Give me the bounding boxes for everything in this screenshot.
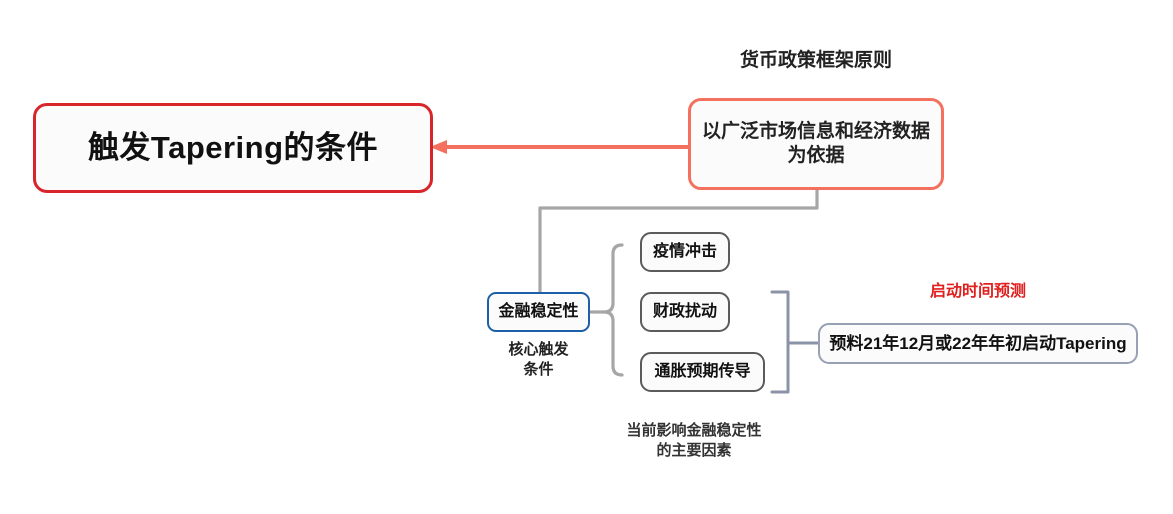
- root-node-trigger-conditions[interactable]: 触发Tapering的条件: [33, 103, 433, 193]
- prediction-caption: 启动时间预测: [929, 283, 1026, 300]
- principle-node-policy-framework[interactable]: 以广泛市场信息和经济数据为依据: [688, 98, 944, 190]
- factors-caption-line-1: 当前影响金融稳定性: [626, 422, 762, 439]
- core-caption-line-1: 核心触发: [508, 341, 569, 358]
- brace-left: [589, 243, 624, 377]
- core-caption-line-2: 条件: [523, 360, 554, 378]
- brace-right: [770, 290, 820, 394]
- factors-caption: 当前影响金融稳定性 的主要因素: [594, 421, 794, 460]
- tree-connector: [538, 188, 819, 294]
- factors-caption-line-2: 的主要因素: [656, 441, 732, 459]
- core-node-financial-stability[interactable]: 金融稳定性: [487, 292, 590, 332]
- principle-caption: 货币政策框架原则: [739, 50, 892, 71]
- prediction-node-tapering-timing[interactable]: 预料21年12月或22年年初启动Tapering: [818, 323, 1138, 364]
- factor-node-pandemic-shock[interactable]: 疫情冲击: [640, 232, 730, 272]
- factor-node-inflation-expectation[interactable]: 通胀预期传导: [640, 352, 765, 392]
- core-caption: 核心触发 条件: [487, 340, 590, 379]
- factor-node-fiscal-disturbance[interactable]: 财政扰动: [640, 292, 730, 332]
- root-connector: [430, 140, 688, 154]
